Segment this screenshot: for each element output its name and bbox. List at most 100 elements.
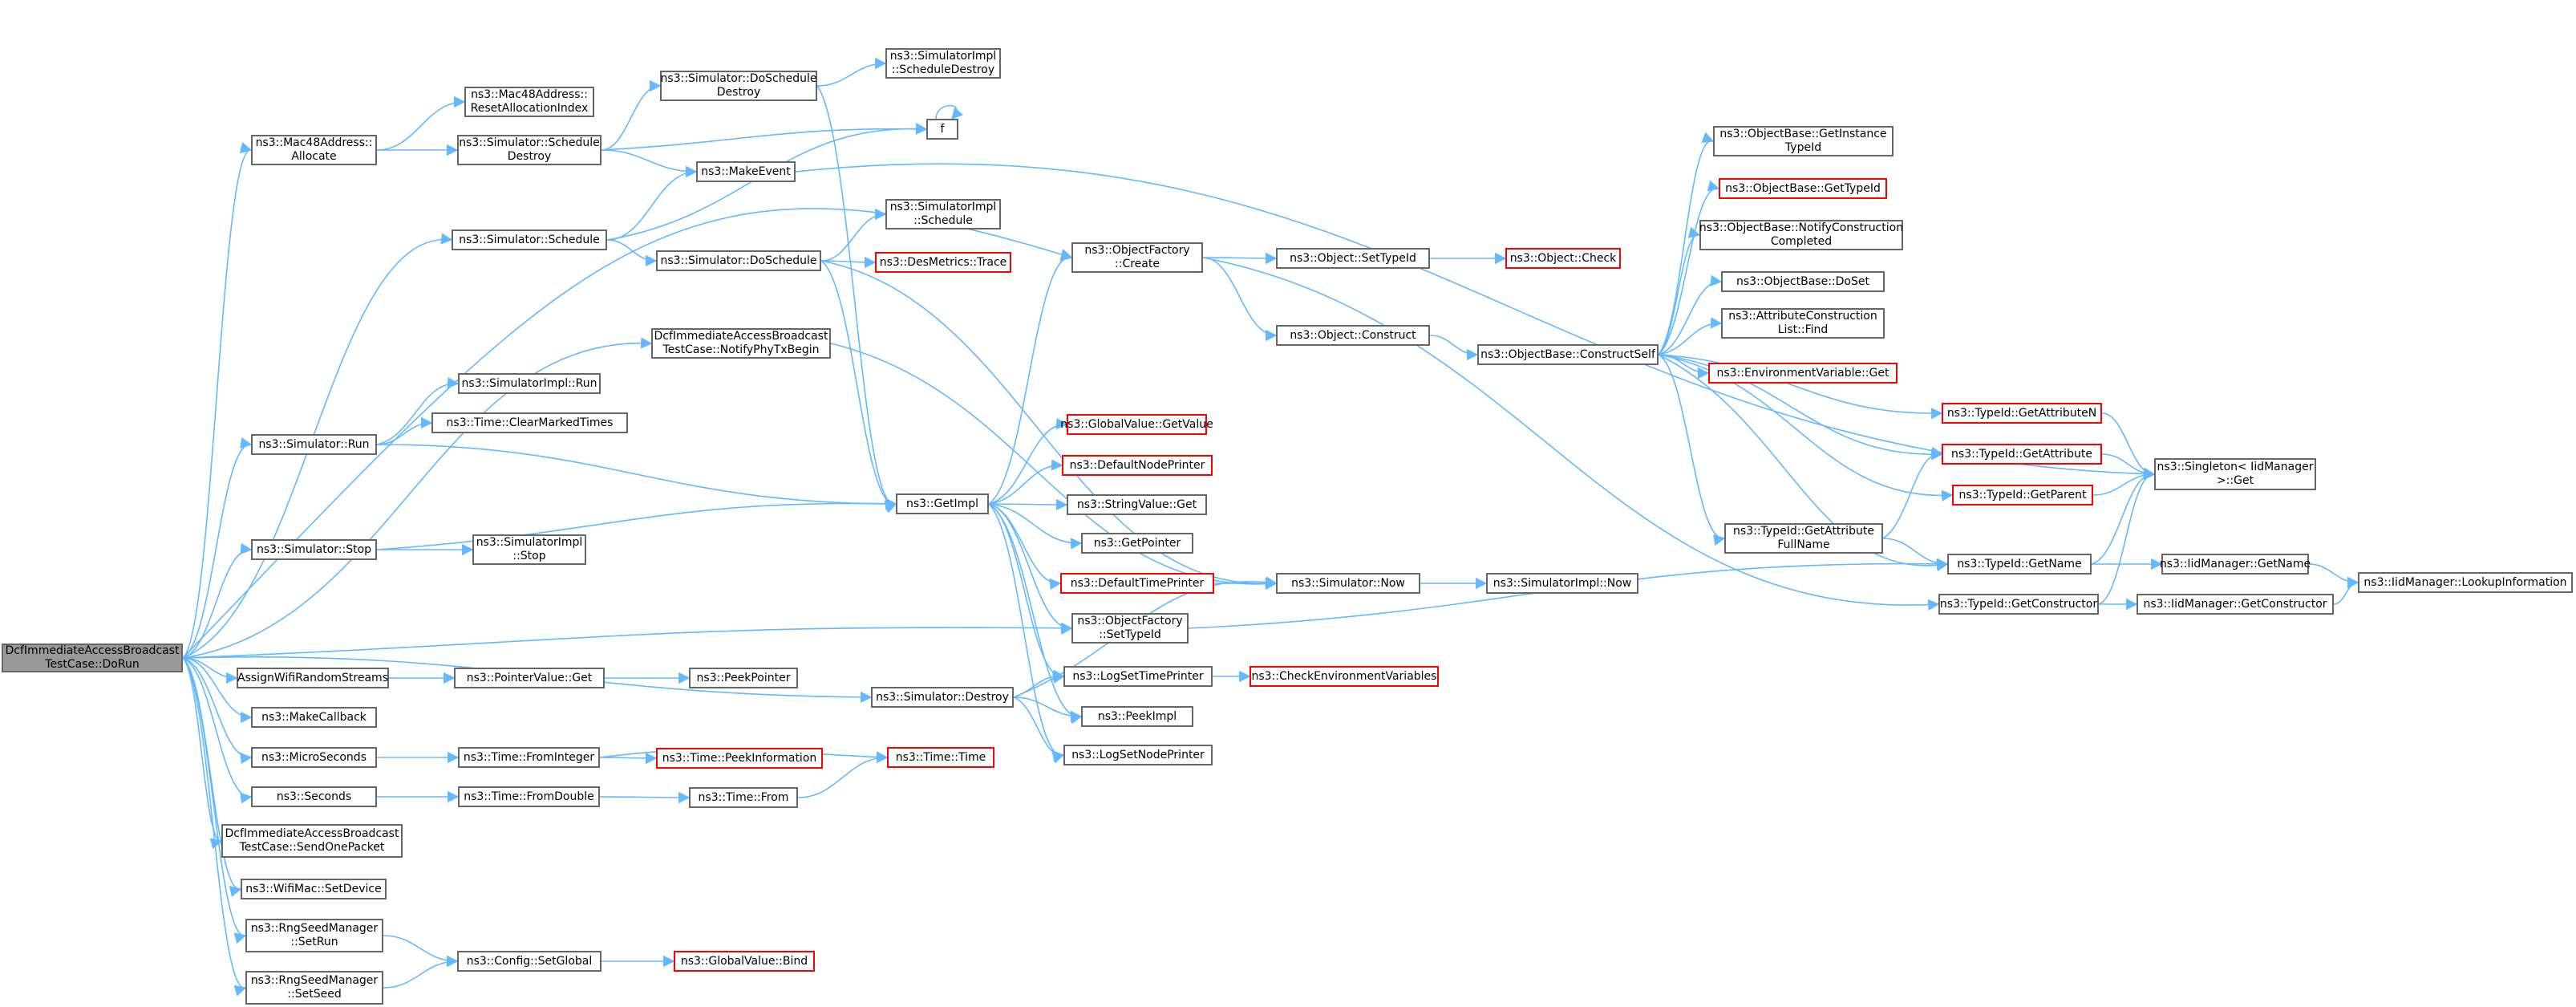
node-f[interactable]: f	[926, 119, 958, 140]
node-impl-schedule[interactable]: ns3::SimulatorImpl::Schedule	[885, 199, 1001, 229]
node-clear-marked[interactable]: ns3::Time::ClearMarkedTimes	[431, 412, 628, 433]
node-of-create[interactable]: ns3::ObjectFactory::Create	[1071, 242, 1203, 273]
node-label-line: ns3::Singleton< IidManager	[2157, 461, 2314, 473]
node-tid-getattr[interactable]: ns3::TypeId::GetAttribute	[1942, 444, 2102, 465]
node-default-time-printer[interactable]: ns3::DefaultTimePrinter	[1060, 573, 1214, 594]
node-rng-setrun[interactable]: ns3::RngSeedManager::SetRun	[245, 919, 383, 952]
node-check-env[interactable]: ns3::CheckEnvironmentVariables	[1250, 666, 1439, 687]
node-impl-stop[interactable]: ns3::SimulatorImpl::Stop	[472, 534, 586, 565]
node-impl-sched-destroy[interactable]: ns3::SimulatorImpl::ScheduleDestroy	[885, 48, 1001, 79]
node-gv-getvalue[interactable]: ns3::GlobalValue::GetValue	[1060, 414, 1213, 435]
edge-sim_do_sched_destroy-to-get_impl	[816, 85, 897, 514]
node-assign-wifi[interactable]: AssignWifiRandomStreams	[237, 668, 389, 688]
node-tid-getparent[interactable]: ns3::TypeId::GetParent	[1952, 485, 2093, 506]
node-sim-schedule[interactable]: ns3::Simulator::Schedule	[452, 229, 607, 250]
node-log-set-node[interactable]: ns3::LogSetNodePrinter	[1063, 745, 1213, 765]
node-sim-stop[interactable]: ns3::Simulator::Stop	[251, 539, 377, 560]
node-iid-lookup[interactable]: ns3::IidManager::LookupInformation	[2358, 572, 2573, 593]
node-label-line: TestCase::SendOnePacket	[239, 841, 385, 854]
edge-of_create-to-obj_construct	[1202, 257, 1278, 342]
edge-sim_sched_destroy-to-make_event	[601, 149, 698, 178]
node-label-line: ns3::Object::Check	[1509, 251, 1617, 265]
edge-tid_getattrn-to-singleton	[2101, 412, 2156, 481]
node-impl-now[interactable]: ns3::SimulatorImpl::Now	[1486, 573, 1638, 594]
node-microseconds[interactable]: ns3::MicroSeconds	[251, 747, 377, 768]
node-env-get[interactable]: ns3::EnvironmentVariable::Get	[1708, 363, 1898, 384]
node-time-time[interactable]: ns3::Time::Time	[887, 747, 994, 768]
node-time-peekinfo[interactable]: ns3::Time::PeekInformation	[656, 748, 823, 769]
node-get-impl[interactable]: ns3::GetImpl	[896, 493, 989, 514]
node-seconds[interactable]: ns3::Seconds	[251, 786, 377, 807]
node-iid-getconstructor[interactable]: ns3::IidManager::GetConstructor	[2137, 594, 2334, 615]
node-tid-getattrn[interactable]: ns3::TypeId::GetAttributeN	[1942, 403, 2102, 424]
node-sim-destroy[interactable]: ns3::Simulator::Destroy	[871, 687, 1014, 708]
node-ob-gettypeid[interactable]: ns3::ObjectBase::GetTypeId	[1719, 178, 1887, 199]
edge-root-to-make_callback	[182, 657, 253, 724]
node-label-line: ns3::TypeId::GetParent	[1958, 488, 2087, 501]
node-time-fromdouble[interactable]: ns3::Time::FromDouble	[458, 786, 600, 807]
edge-obj_construct-to-ob_constructself	[1429, 335, 1479, 361]
node-label-line: ns3::RngSeedManager	[250, 974, 379, 987]
node-impl-run[interactable]: ns3::SimulatorImpl::Run	[458, 373, 601, 394]
node-time-from[interactable]: ns3::Time::From	[689, 787, 798, 808]
node-gv-bind[interactable]: ns3::GlobalValue::Bind	[674, 951, 815, 972]
node-mac-reset[interactable]: ns3::Mac48Address::ResetAllocationIndex	[464, 87, 594, 117]
node-ob-doset[interactable]: ns3::ObjectBase::DoSet	[1721, 271, 1885, 292]
node-des-trace[interactable]: ns3::DesMetrics::Trace	[875, 252, 1011, 273]
edge-root-to-rng_setrun	[182, 657, 247, 944]
node-label-line: ns3::IidManager::GetConstructor	[2143, 597, 2327, 611]
node-make-callback[interactable]: ns3::MakeCallback	[251, 707, 377, 728]
node-config-setglobal[interactable]: ns3::Config::SetGlobal	[457, 951, 601, 972]
node-label-line: ns3::TypeId::GetName	[1957, 557, 2082, 570]
node-pv-get[interactable]: ns3::PointerValue::Get	[454, 668, 605, 688]
node-label-line: ns3::DesMetrics::Trace	[879, 255, 1007, 269]
node-label-line: ns3::GlobalValue::Bind	[680, 954, 808, 968]
node-peek-pointer[interactable]: ns3::PeekPointer	[689, 668, 798, 688]
node-label-line: ns3::MakeEvent	[701, 164, 791, 178]
node-peek-impl[interactable]: ns3::PeekImpl	[1081, 706, 1193, 727]
node-wifimac-setdevice[interactable]: ns3::WifiMac::SetDevice	[241, 879, 387, 899]
node-sim-do-schedule[interactable]: ns3::Simulator::DoSchedule	[656, 250, 821, 271]
node-label-line: Destroy	[507, 150, 552, 163]
edge-sim_do_schedule-to-des_trace	[820, 256, 877, 269]
node-obj-check[interactable]: ns3::Object::Check	[1505, 248, 1621, 269]
node-label-line: ns3::Time::From	[698, 790, 789, 804]
node-label-line: ns3::Time::ClearMarkedTimes	[446, 416, 614, 429]
node-mac-alloc[interactable]: ns3::Mac48Address::Allocate	[251, 135, 377, 165]
edge-sim_stop-to-get_impl	[376, 497, 897, 550]
node-label-line: ns3::ObjectFactory	[1084, 244, 1190, 257]
node-label-line: ns3::GlobalValue::GetValue	[1060, 417, 1213, 431]
node-ob-constructself[interactable]: ns3::ObjectBase::ConstructSelf	[1477, 344, 1659, 365]
edge-mac_alloc-to-mac_reset	[376, 95, 466, 151]
node-log-set-time[interactable]: ns3::LogSetTimePrinter	[1063, 666, 1213, 687]
node-sim-run[interactable]: ns3::Simulator::Run	[251, 434, 377, 455]
node-default-node-printer[interactable]: ns3::DefaultNodePrinter	[1062, 455, 1213, 476]
node-tid-getconstructor[interactable]: ns3::TypeId::GetConstructor	[1938, 594, 2099, 615]
node-singleton[interactable]: ns3::Singleton< IidManager>::Get	[2154, 458, 2316, 490]
node-obj-construct[interactable]: ns3::Object::Construct	[1276, 325, 1430, 346]
node-rng-setseed[interactable]: ns3::RngSeedManager::SetSeed	[245, 971, 383, 1005]
node-string-get[interactable]: ns3::StringValue::Get	[1067, 494, 1207, 515]
node-sim-now[interactable]: ns3::Simulator::Now	[1276, 573, 1420, 594]
node-iid-getname[interactable]: ns3::IidManager::GetName	[2160, 554, 2311, 575]
node-tid-getname[interactable]: ns3::TypeId::GetName	[1947, 554, 2092, 575]
node-get-pointer[interactable]: ns3::GetPointer	[1081, 533, 1193, 554]
node-make-event[interactable]: ns3::MakeEvent	[696, 161, 796, 182]
edge-sim_run-to-get_impl	[376, 444, 897, 510]
node-obj-settypeid[interactable]: ns3::Object::SetTypeId	[1276, 248, 1430, 269]
edge-time_fromdouble-to-time_from	[599, 791, 691, 804]
node-label-line: ::SetSeed	[287, 988, 342, 1001]
node-time-fromint[interactable]: ns3::Time::FromInteger	[458, 747, 600, 768]
edge-ob_constructself-to-tid_getattrn	[1658, 354, 1943, 420]
node-of-settypeid[interactable]: ns3::ObjectFactory::SetTypeId	[1071, 613, 1189, 644]
node-label-line: ns3::Simulator::DoSchedule	[660, 72, 817, 85]
